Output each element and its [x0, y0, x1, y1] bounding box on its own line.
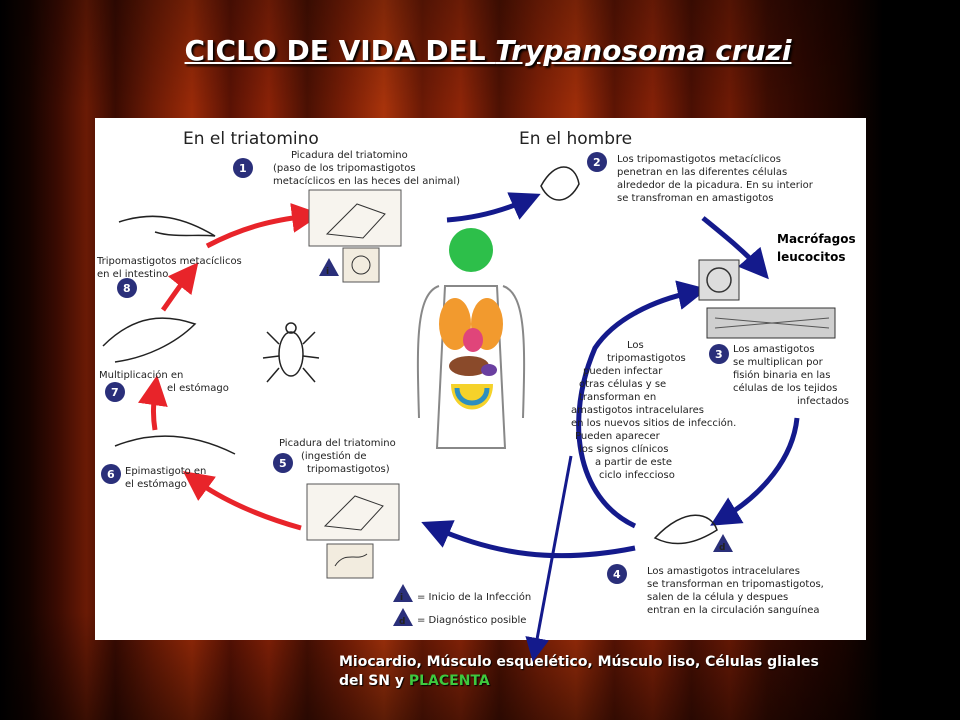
step-marker-2: 2: [587, 152, 607, 172]
svg-text:3: 3: [715, 348, 723, 361]
step-6-caption: Epimastigoto en el estómago: [125, 466, 210, 490]
center-note: Los tripomastigotos pueden infectar otra…: [571, 340, 739, 481]
blue-arrow-reinfection-loop: [576, 280, 708, 529]
svg-text:4: 4: [613, 568, 621, 581]
svg-text:d: d: [719, 543, 725, 553]
trypanosome-dividing-step-7: [102, 317, 197, 363]
step-marker-3: 3: [709, 344, 729, 364]
step-marker-8: 8: [117, 278, 137, 298]
tissue-caption: Miocardio, Músculo esquelético, Músculo …: [339, 654, 819, 689]
slide-title: CICLO DE VIDA DEL Trypanosoma cruzi: [0, 34, 960, 67]
trypomastigote-form-step-4: [653, 514, 718, 545]
epimastigote-form-step-6: [114, 435, 236, 455]
svg-text:i: i: [326, 267, 329, 277]
bite-scene-step-5: [306, 483, 400, 579]
svg-text:2: 2: [593, 156, 601, 169]
step-marker-5: 5: [273, 453, 293, 473]
step-3-caption: Los amastigotos se multiplican por fisió…: [733, 344, 849, 407]
title-main: CICLO DE VIDA DEL: [184, 34, 496, 67]
step-5-caption: Picadura del triatomino (ingestión de tr…: [279, 438, 399, 475]
triatomine-bug-icon: [262, 322, 320, 383]
step-marker-1: 1: [233, 158, 253, 178]
svg-text:1: 1: [239, 162, 247, 175]
step-2-caption: Los tripomastigotos metacíclicos penetra…: [617, 153, 816, 204]
life-cycle-diagram: En el triatomino En el hombre 1 2 3 4 5 …: [96, 129, 849, 627]
svg-text:8: 8: [123, 282, 131, 295]
svg-text:5: 5: [279, 457, 287, 470]
blue-arrow-2-to-3: [701, 216, 769, 280]
legend-infection-icon: [393, 584, 413, 602]
step-marker-6: 6: [101, 464, 121, 484]
svg-text:i: i: [400, 593, 403, 603]
red-arrow-6-to-7: [138, 375, 168, 431]
info-triangle-icon: i: [319, 258, 339, 277]
red-arrow-8-to-1: [205, 202, 322, 249]
red-arrow-5-to-6: [182, 471, 302, 531]
trypanosome-form-step-8: [118, 215, 216, 237]
macrophage-cell-illustration: [698, 259, 836, 339]
title-italic: Trypanosoma cruzi: [495, 34, 792, 67]
legend: i = Inicio de la Infección d = Diagnósti…: [393, 584, 531, 627]
heading-right: En el hombre: [519, 129, 632, 149]
diagnosis-triangle-icon: d: [713, 534, 733, 553]
step-marker-7: 7: [105, 382, 125, 402]
step-1-caption: Picadura del triatomino (paso de los tri…: [273, 150, 460, 187]
step-4-caption: Los amastigotos intracelulares se transf…: [647, 566, 827, 616]
svg-text:6: 6: [107, 468, 115, 481]
step-8-caption: Tripomastigotos metacíclicos en el intes…: [96, 255, 245, 280]
legend-diagnosis-icon: [393, 608, 413, 626]
step-marker-4: 4: [607, 564, 627, 584]
legend-diagnosis-label: = Diagnóstico posible: [417, 614, 526, 626]
bite-scene-step-1: [308, 189, 402, 283]
placenta-highlight: PLACENTA: [408, 673, 490, 689]
human-body-illustration: [416, 228, 526, 449]
svg-text:d: d: [399, 617, 405, 627]
red-arrow-7-to-8: [160, 262, 199, 312]
blue-arrow-4-to-5: [421, 520, 636, 559]
trypomastigote-form-step-2: [540, 166, 580, 201]
heading-left: En el triatomino: [183, 129, 319, 149]
blue-arrow-3-to-4: [710, 417, 800, 526]
legend-infection-label: = Inicio de la Infección: [417, 591, 531, 603]
svg-text:7: 7: [111, 386, 119, 399]
blue-arrow-1-to-2: [446, 192, 541, 223]
step-7-caption: Multiplicación en el estómago: [99, 369, 229, 394]
diagram-panel: En el triatomino En el hombre 1 2 3 4 5 …: [95, 118, 866, 640]
